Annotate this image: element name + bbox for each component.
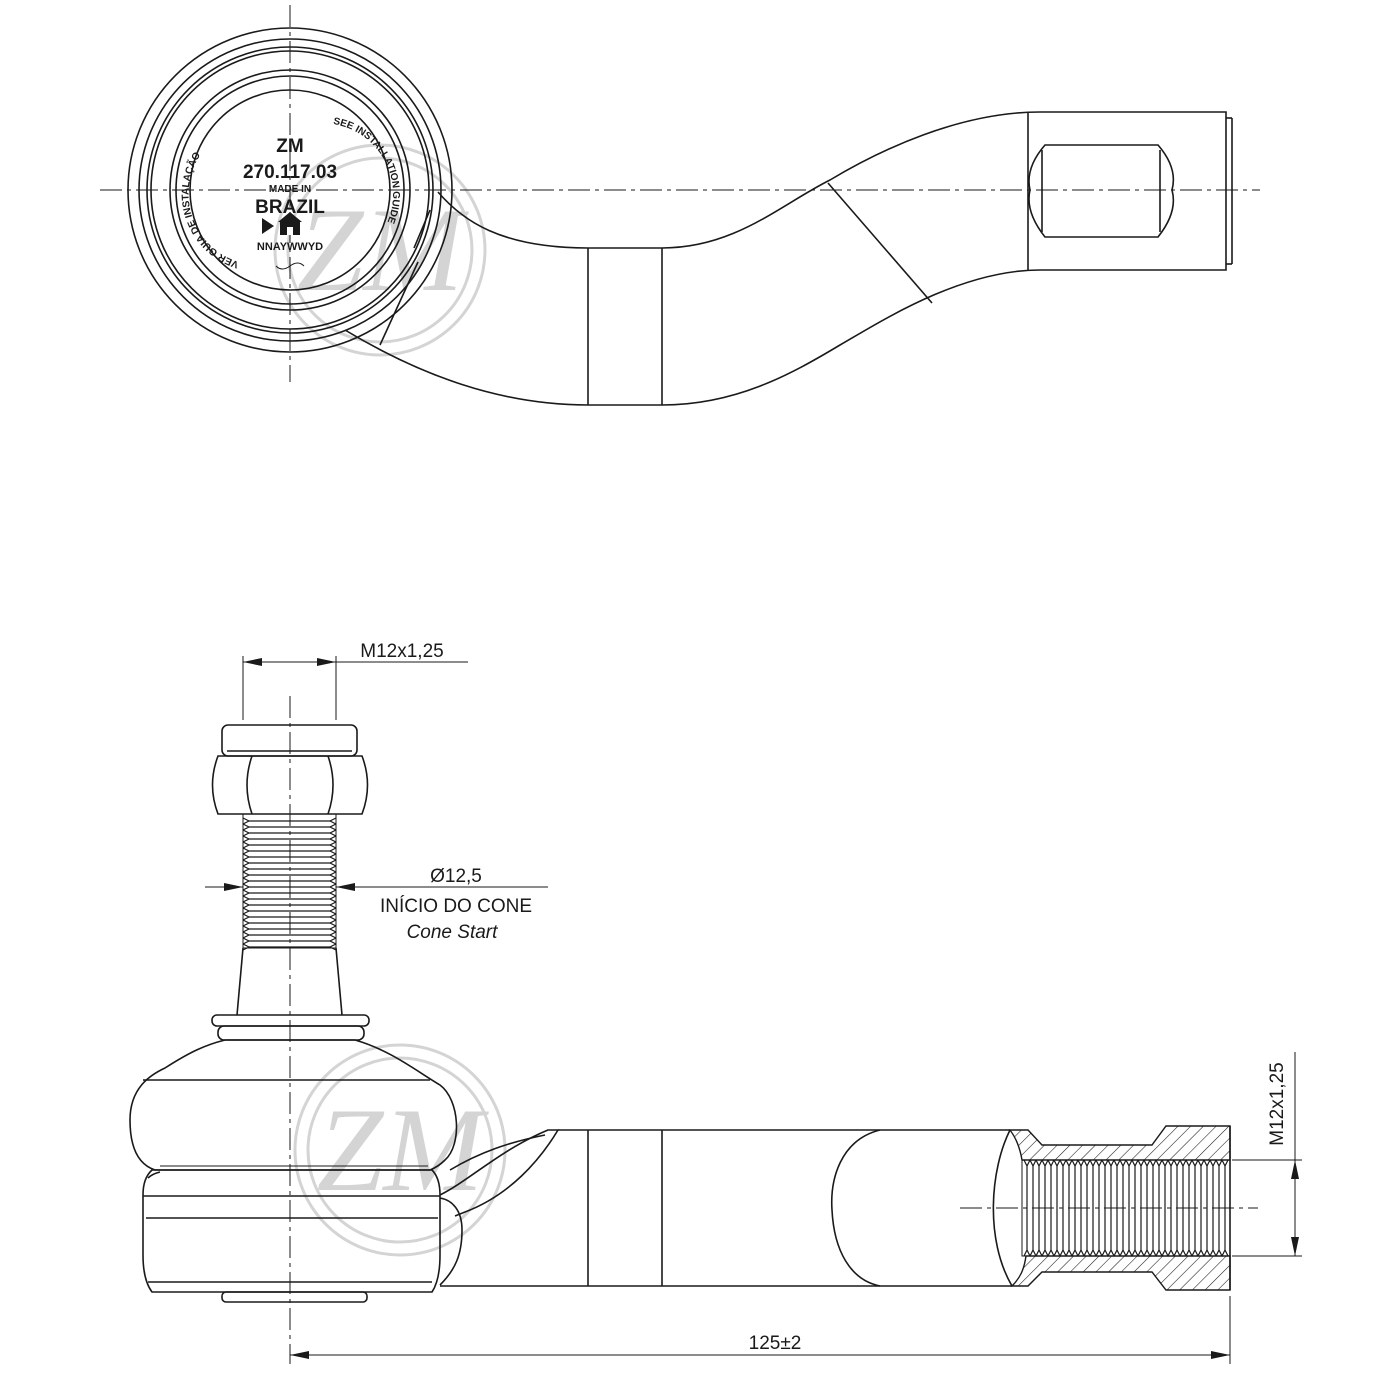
dim-cone-diameter-label: Ø12,5 [430,866,482,887]
ball-housing-rings [127,27,453,353]
ball-housing [142,1169,441,1293]
dim-internal-thread: M12x1,25 [1232,1052,1302,1257]
stud-cone [236,947,343,1016]
stamp-date-code: NNAYWWYD [257,241,323,253]
dim-overall-length-label: 125±2 [749,1333,802,1354]
watermark-bottom: ZM [293,1043,507,1257]
stamp-signature-mark [275,262,305,270]
break-line [992,1129,1013,1287]
hex-nut [211,755,369,815]
dim-overall-length: 125±2 [290,1296,1231,1364]
dim-stud-thread-label: M12x1,25 [360,641,443,662]
cut-section-hatch-bottom [1010,1255,1231,1291]
internal-thread-lines [1023,1159,1229,1257]
arm-twist-line [827,182,933,304]
stamp-ring-left: VER GUIA DE INSTALAÇÃO [181,150,241,269]
stamp-part-number: 270.117.03 [243,162,337,183]
dim-cone: Ø12,5 INÍCIO DO CONE Cone Start [205,866,548,943]
arm-transition-arc [830,1129,881,1287]
watermark-logo-bottom: ZM [317,1083,490,1216]
dim-internal-thread-label: M12x1,25 [1267,1062,1288,1145]
stamp-made-in: MADE IN [269,184,311,195]
dim-stud-thread: M12x1,25 [242,641,468,720]
stamp-house-icon [262,212,302,235]
tie-rod-arm-outline [344,111,1227,406]
stud-thread-body [242,813,337,949]
neck-inner-line [413,209,431,249]
cut-section-hatch-top [1008,1125,1231,1161]
stamp-country: BRAZIL [255,197,325,218]
side-view: M12x1,25 Ø12,5 INÍCIO DO CONE Cone Start… [129,641,1302,1364]
neck-line [379,261,419,346]
wrench-flat-slot [1028,144,1175,238]
stamp-brand: ZM [276,136,303,157]
dim-cone-start-en-label: Cone Start [407,922,499,943]
dim-cone-start-pt-label: INÍCIO DO CONE [380,896,532,917]
top-view: ZM 270.117.03 MADE IN BRAZIL NNAYWWYD VE… [100,5,1260,406]
stud-thread-lines [242,817,337,951]
